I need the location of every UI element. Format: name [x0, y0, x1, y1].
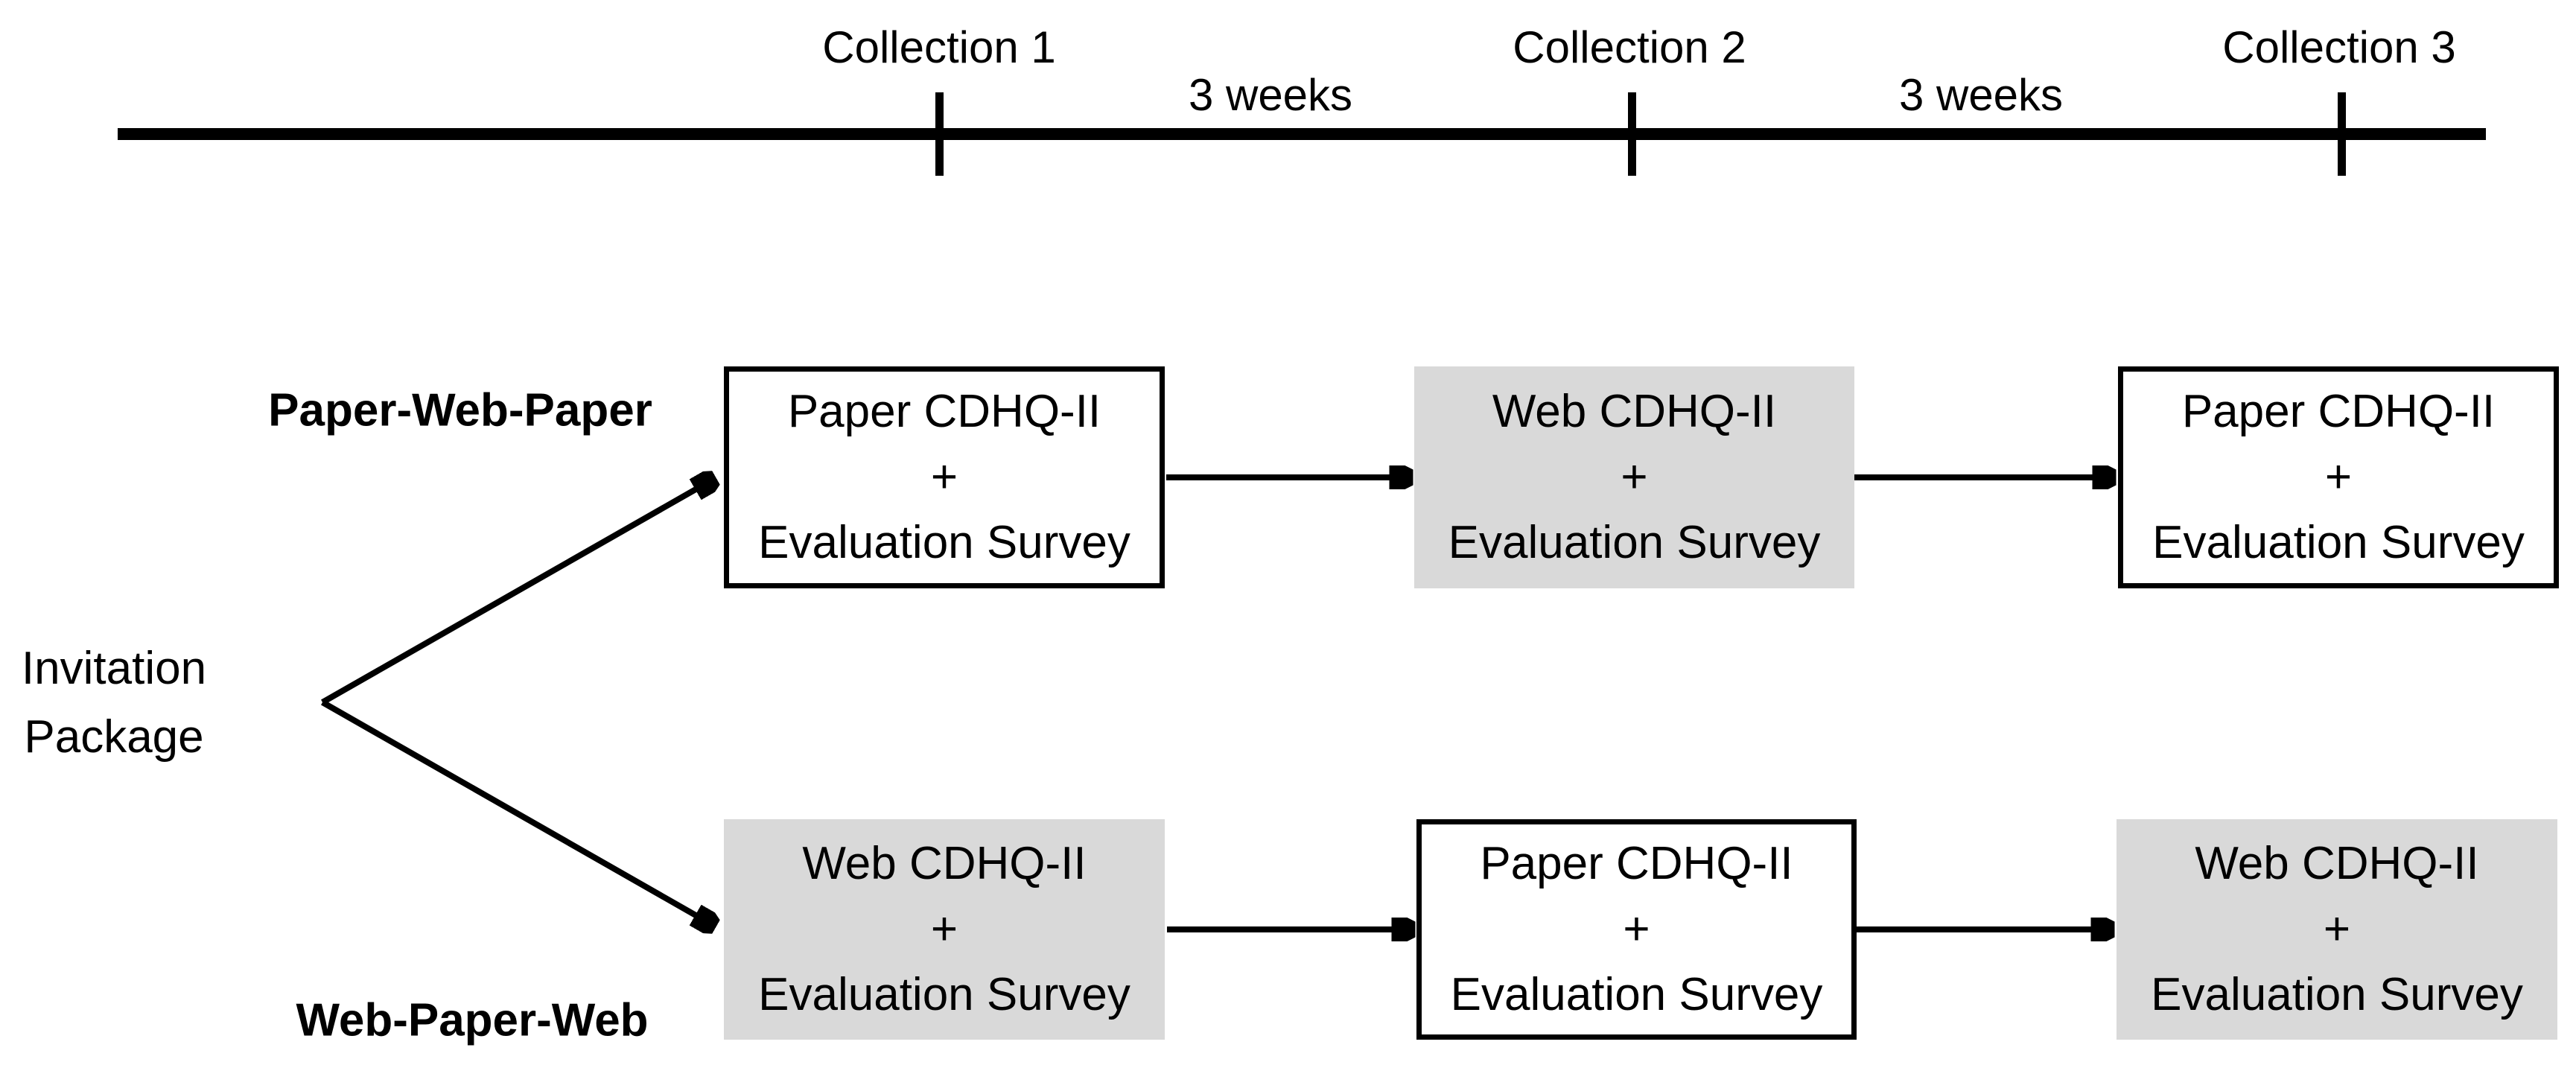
timeline-tick-2 — [1628, 92, 1636, 176]
box-line-1: Paper CDHQ-II — [787, 386, 1101, 437]
interval-1-label: 3 weeks — [1188, 70, 1353, 120]
arm-web-paper-web-label: Web-Paper-Web — [296, 994, 649, 1046]
timeline-tick-1 — [935, 92, 944, 176]
package-line: Package — [24, 711, 204, 763]
box-line-1: Web CDHQ-II — [2195, 838, 2479, 889]
box-line-1: Paper CDHQ-II — [1480, 838, 1793, 889]
box-line-2: + — [2324, 451, 2353, 503]
box-line-2: + — [930, 451, 958, 503]
box-line-3: Evaluation Survey — [1450, 969, 1823, 1020]
box-line-3: Evaluation Survey — [758, 517, 1130, 568]
box-row1-paper-cdhq: Paper CDHQ-II + Evaluation Survey — [724, 366, 1165, 588]
box-line-3: Evaluation Survey — [758, 969, 1130, 1020]
interval-2-label: 3 weeks — [1898, 70, 2064, 120]
box-row2-web-cdhq: Web CDHQ-II + Evaluation Survey — [724, 819, 1165, 1040]
box-line-1: Web CDHQ-II — [1492, 386, 1777, 437]
box-line-2: + — [930, 903, 958, 955]
box-row2-web-cdhq-2: Web CDHQ-II + Evaluation Survey — [2117, 819, 2557, 1040]
box-line-3: Evaluation Survey — [2151, 969, 2523, 1020]
collection-3-label: Collection 3 — [2222, 22, 2456, 72]
branch-arrow-down — [321, 699, 697, 916]
box-line-3: Evaluation Survey — [2152, 517, 2525, 568]
box-line-2: + — [1621, 451, 1648, 503]
timeline-line — [118, 128, 2486, 140]
invitation-package-label: Invitation Package — [0, 635, 228, 772]
box-line-1: Web CDHQ-II — [802, 838, 1087, 889]
box-row1-web-cdhq: Web CDHQ-II + Evaluation Survey — [1414, 366, 1854, 588]
collection-1-label: Collection 1 — [822, 22, 1056, 72]
box-row2-paper-cdhq: Paper CDHQ-II + Evaluation Survey — [1416, 819, 1857, 1040]
arm-paper-web-paper-label: Paper-Web-Paper — [268, 384, 652, 436]
box-line-2: + — [2323, 903, 2351, 955]
box-line-1: Paper CDHQ-II — [2181, 386, 2496, 437]
timeline-tick-3 — [2338, 92, 2346, 176]
branch-arrow-up — [321, 489, 697, 705]
box-line-3: Evaluation Survey — [1448, 517, 1821, 568]
box-row1-paper-cdhq-2: Paper CDHQ-II + Evaluation Survey — [2118, 366, 2559, 588]
box-line-2: + — [1623, 903, 1650, 955]
invitation-line: Invitation — [21, 643, 207, 694]
collection-2-label: Collection 2 — [1513, 22, 1746, 72]
